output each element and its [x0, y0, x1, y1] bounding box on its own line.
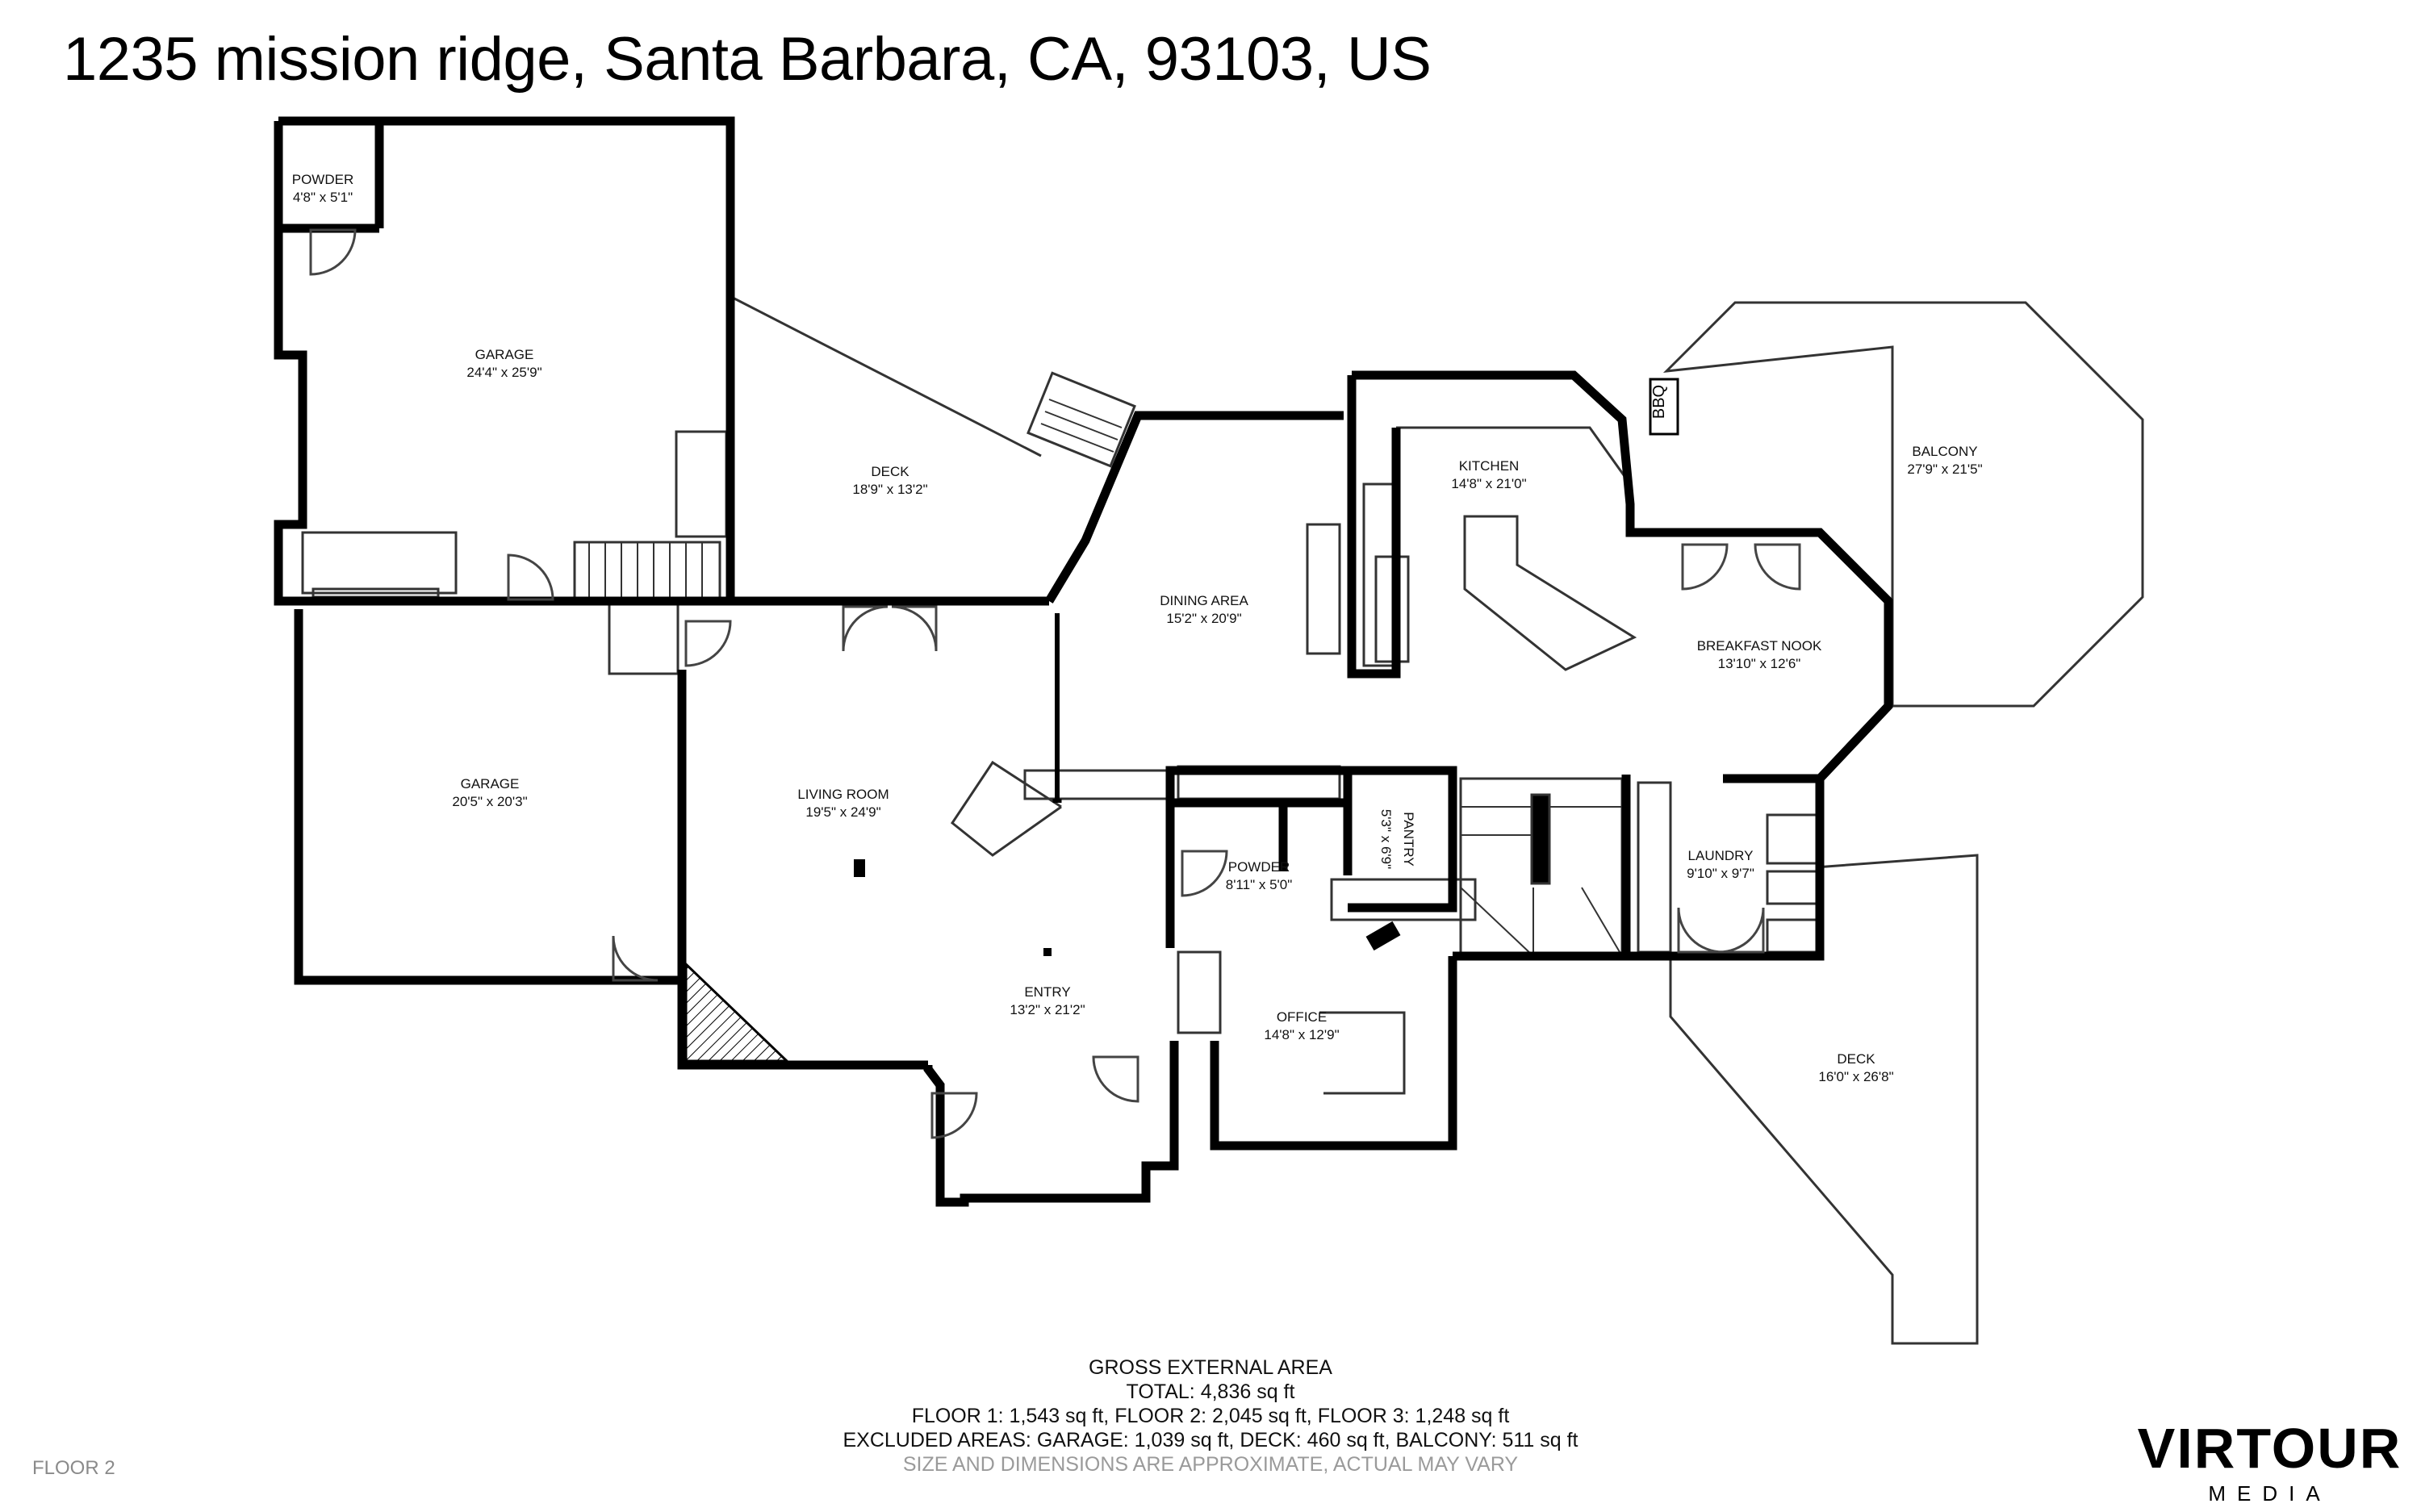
deck-lower-outline: [1669, 854, 1979, 1345]
wall-dining-west: [1045, 411, 1344, 604]
room-name: KITCHEN: [1459, 458, 1520, 474]
kitchen-island: [1463, 515, 1637, 671]
brand-logo: VIRTOUR MEDIA: [2130, 1420, 2409, 1506]
bbq-label: BBQ: [1650, 385, 1668, 419]
room-name: GARAGE: [475, 347, 534, 362]
wall-living: [677, 670, 928, 1070]
room-name: BREAKFAST NOOK: [1697, 638, 1822, 654]
room-dims: 13'10" x 12'6": [1718, 656, 1801, 671]
room-name: DINING AREA: [1160, 593, 1248, 608]
logo-brand: VIRTOUR: [2137, 1417, 2402, 1480]
area-note: SIZE AND DIMENSIONS ARE APPROXIMATE, ACT…: [902, 1453, 1519, 1476]
bbq-fixture: BBQ: [1649, 378, 1679, 436]
room-dims: 19'5" x 24'9": [805, 804, 880, 820]
room-dims: 24'4" x 25'9": [466, 365, 541, 380]
deck-upper-outline: [734, 297, 1042, 457]
logo-sub: MEDIA: [2208, 1481, 2331, 1506]
room-name: POWDER: [292, 172, 354, 187]
room-name: DECK: [1837, 1051, 1875, 1067]
thin-outlines: [301, 297, 2144, 1345]
room-name: DECK: [871, 464, 909, 479]
room-name: LIVING ROOM: [797, 787, 889, 802]
area-floors: FLOOR 1: 1,543 sq ft, FLOOR 2: 2,045 sq …: [911, 1405, 1510, 1427]
stairs-garage: [573, 541, 721, 600]
room-name: ENTRY: [1024, 984, 1070, 1000]
room-name: GARAGE: [461, 776, 520, 792]
room-dims: 4'8" x 5'1": [293, 190, 353, 205]
floor-label: FLOOR 2: [32, 1457, 115, 1479]
wall-garage-lower: [294, 609, 682, 985]
balcony-outline: [1662, 301, 2144, 708]
fireplace-hatch: [684, 961, 790, 1063]
room-name: LAUNDRY: [1688, 848, 1754, 863]
page-title: 1235 mission ridge, Santa Barbara, CA, 9…: [63, 25, 1432, 94]
area-heading: GROSS EXTERNAL AREA: [1089, 1356, 1332, 1379]
room-dims: 16'0" x 26'8": [1818, 1069, 1893, 1084]
room-dims: 14'8" x 21'0": [1451, 476, 1526, 491]
wall-laundry: [1621, 775, 1825, 961]
room-dims: 5'3" x 6'9": [1378, 809, 1394, 869]
room-dims: 14'8" x 12'9": [1264, 1027, 1339, 1042]
wall-entry-outline: [923, 1041, 1179, 1207]
stairs-deck: [1027, 371, 1136, 468]
room-name: POWDER: [1228, 859, 1290, 875]
room-dims: 8'11" x 5'0": [1226, 877, 1293, 892]
wall-office: [1210, 956, 1457, 1151]
door-swings: [309, 228, 1801, 1139]
wall-kitchen-north: [1352, 370, 1893, 783]
room-name: BALCONY: [1912, 444, 1977, 459]
room-dims: 18'9" x 13'2": [852, 482, 927, 497]
room-labels: POWDER 4'8" x 5'1" GARAGE 24'4" x 25'9" …: [292, 172, 1983, 1084]
area-excluded: EXCLUDED AREAS: GARAGE: 1,039 sq ft, DEC…: [843, 1429, 1578, 1451]
wall-powder-pantry: [1165, 766, 1457, 948]
room-dims: 20'5" x 20'3": [452, 794, 527, 809]
room-dims: 27'9" x 21'5": [1907, 462, 1982, 477]
room-dims: 13'2" x 21'2": [1010, 1002, 1085, 1017]
area-summary: GROSS EXTERNAL AREA TOTAL: 4,836 sq ft F…: [767, 1355, 1654, 1476]
area-total: TOTAL: 4,836 sq ft: [1126, 1380, 1295, 1403]
walls: [274, 116, 1893, 1207]
room-dims: 9'10" x 9'7": [1687, 866, 1754, 881]
room-name: OFFICE: [1277, 1009, 1327, 1025]
wall-kitchen-west: [1347, 375, 1401, 679]
room-dims: 15'2" x 20'9": [1166, 611, 1241, 626]
wall-garage-upper: [274, 116, 735, 606]
room-name: PANTRY: [1401, 812, 1416, 866]
